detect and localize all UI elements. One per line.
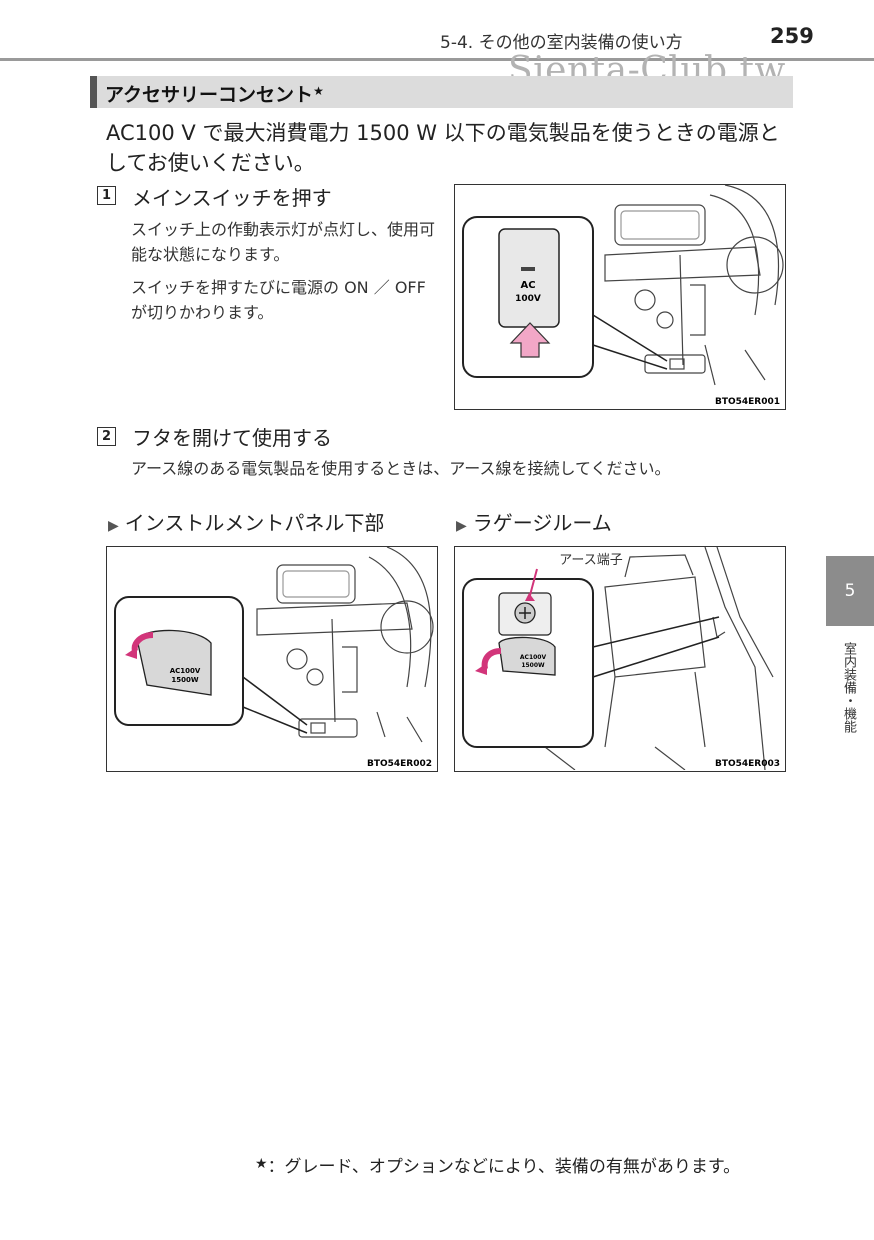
outlet-label-wattage: 1500W [171, 676, 198, 684]
chapter-tab-label: 室内装備・機能 [841, 642, 856, 733]
header-rule [0, 58, 874, 61]
subhead-luggage-room: ▶ ラゲージルーム [456, 507, 612, 536]
figure-2-code: BTO54ER002 [367, 759, 432, 769]
press-arrow-icon [509, 322, 551, 358]
star-mark: ★ [313, 84, 324, 98]
chapter-tab-number: 5 [844, 581, 856, 601]
subhead-instrument-panel: ▶ インストルメントパネル下部 [108, 507, 384, 536]
subhead-luggage-room-text: ラゲージルーム [472, 511, 612, 535]
dashboard-switch-illustration: AC 100V BTO54ER001 [462, 184, 784, 407]
switch-label-voltage: 100V [515, 294, 541, 304]
step-1-desc-1: スイッチ上の作動表示灯が点灯し、使用可能な状態になります。 [131, 220, 436, 264]
step-2-title: フタを開けて使用する [132, 426, 332, 450]
instrument-panel-outlet-illustration: AC100V 1500W BTO54ER002 [114, 546, 434, 769]
figure-3-code: BTO54ER003 [715, 759, 780, 769]
section-title-text: アクセサリーコンセント [105, 84, 314, 106]
footnote-text: ：グレード、オプションなどにより、装備の有無があります。 [267, 1157, 741, 1177]
outlet-label-voltage: AC100V [170, 667, 201, 675]
step-1-desc-2: スイッチを押すたびに電源の ON ／ OFF が切りかわります。 [131, 278, 426, 322]
figure-1-code: BTO54ER001 [715, 397, 780, 407]
header-section-title: 5-4. その他の室内装備の使い方 [440, 33, 683, 53]
footnote: ★：グレード、オプションなどにより、装備の有無があります。 [255, 1152, 740, 1177]
figure-instrument-panel-outlet: AC100V 1500W BTO54ER002 [106, 546, 438, 772]
star-mark: ★ [255, 1156, 268, 1172]
luggage-room-outlet-illustration: アース端子 AC100V 1500W BTO54ER003 [462, 546, 780, 771]
outlet-label-wattage: 1500W [521, 662, 545, 669]
intro-paragraph: AC100 V で最大消費電力 1500 W 以下の電気製品を使うときの電源とし… [106, 121, 780, 175]
figure-main-switch: AC 100V BTO54ER001 [454, 184, 786, 410]
section-title: アクセサリーコンセント★ [105, 80, 324, 107]
pointer-line [528, 568, 538, 600]
page-number: 259 [770, 24, 814, 48]
indicator-light-icon [521, 267, 535, 271]
step-1-number: 1 [97, 186, 116, 205]
triangle-bullet-icon: ▶ [108, 518, 119, 534]
step-2-desc: アース線のある電気製品を使用するときは、アース線を接続してください。 [131, 459, 671, 478]
chapter-tab[interactable]: 5 [826, 556, 874, 626]
subhead-instrument-panel-text: インストルメントパネル下部 [124, 511, 385, 535]
section-title-bar [90, 76, 793, 108]
outlet-label-voltage: AC100V [520, 654, 547, 661]
figure-luggage-room-outlet: アース端子 AC100V 1500W BTO54ER003 [454, 546, 786, 772]
triangle-bullet-icon: ▶ [456, 518, 467, 534]
switch-label-ac: AC [520, 280, 535, 291]
step-2-number: 2 [97, 427, 116, 446]
step-1-title: メインスイッチを押す [132, 186, 332, 210]
ground-terminal-label: アース端子 [559, 553, 623, 568]
